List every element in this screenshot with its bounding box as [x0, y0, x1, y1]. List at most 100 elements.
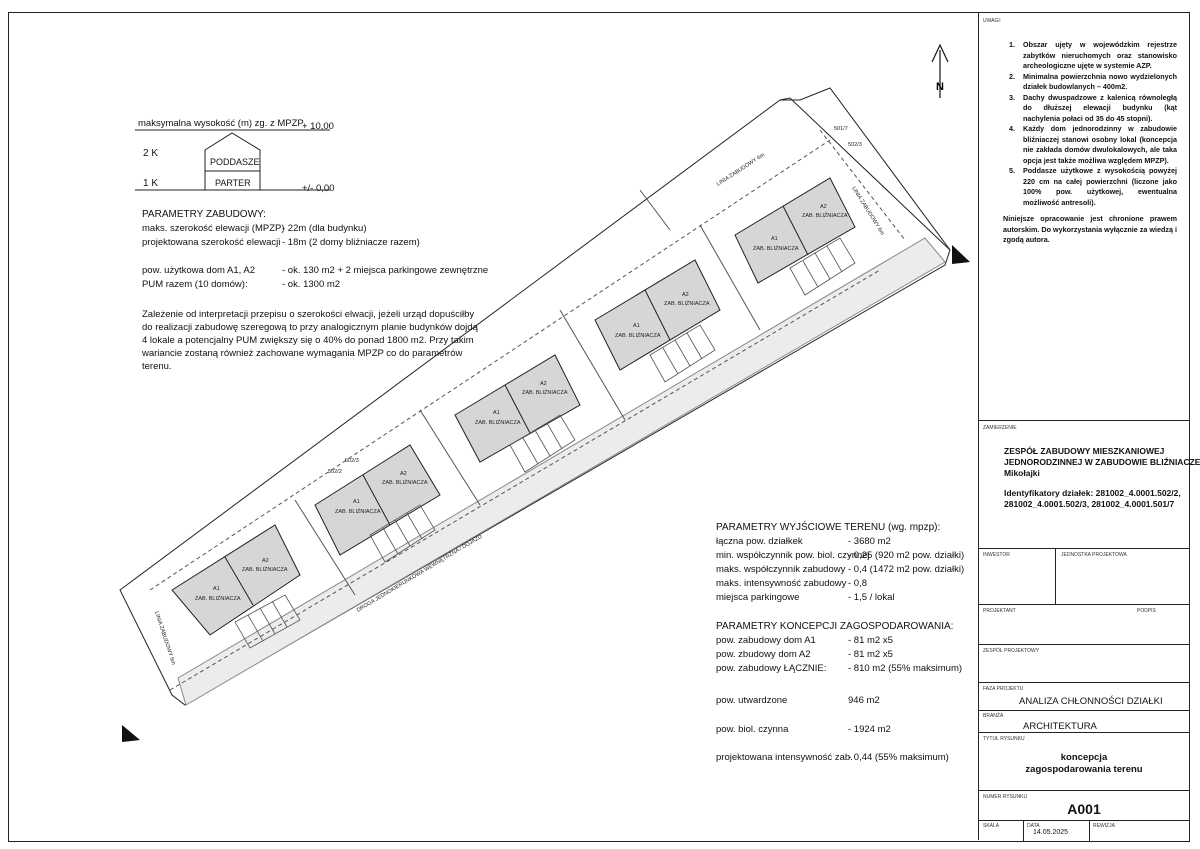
unit-a2-label-1: A2 — [262, 558, 269, 564]
attic-label: PODDASZE — [210, 157, 260, 167]
params-building-heading: PARAMETRY ZABUDOWY: — [142, 209, 266, 220]
param-v: - 81 m2 x5 — [848, 635, 893, 646]
unit-type-label-1b: ZAB. BLIŹNIACZA — [242, 566, 288, 573]
note-item: Minimalna powierzchnia nowo wydzielonych… — [1017, 72, 1177, 93]
road-strip — [177, 237, 946, 706]
unit-type-label-3b: ZAB. BLIŹNIACZA — [522, 389, 568, 396]
params-concept-heading: PARAMETRY KONCEPCJI ZAGOSPODAROWANIA: — [716, 621, 954, 632]
team-label: ZESPÓŁ PROJEKTOWY — [983, 648, 1040, 654]
north-arrow-icon — [931, 43, 949, 98]
entry-arrow-right — [952, 245, 970, 264]
title-block: UWAGI: Obszar ujęty w wojewódzkim rejest… — [978, 12, 1200, 841]
unit-a1-label-1: A1 — [213, 586, 220, 592]
drawing-title-1: koncepcja — [1060, 752, 1108, 763]
drawing-title-label: TYTUŁ RYSUNKU — [983, 736, 1025, 742]
date-value: 14.05.2025 — [1033, 829, 1069, 836]
param-v: - 18m (2 domy bliźniacze razem) — [282, 237, 420, 248]
note-line: do realizacji zabudowę szeregową to przy… — [142, 322, 478, 333]
param-v: - 3680 m2 — [848, 536, 891, 547]
floor-2-label: 2 K — [143, 148, 159, 159]
branch-cell: BRANŻA ARCHITEKTURA — [979, 710, 1189, 733]
height-section — [135, 129, 330, 191]
parking-3 — [509, 414, 576, 473]
branch-value: ARCHITEKTURA — [1023, 721, 1097, 732]
parcel-ids-1: Identyfikatory działek: 281002_4.0001.50… — [1004, 488, 1181, 498]
note-item: Poddasze użytkowe z wysokością powyżej 2… — [1017, 166, 1177, 208]
param-v: - 81 m2 x5 — [848, 649, 893, 660]
phase-label: FAZA PROJEKTU — [983, 686, 1024, 692]
note-item: Obszar ujęty w wojewódzkim rejestrze zab… — [1017, 40, 1177, 72]
unit-a1-label-5: A1 — [771, 236, 778, 242]
unit-type-label-4a: ZAB. BLIŹNIACZA — [615, 332, 661, 339]
param-v: - 1,5 / lokal — [848, 592, 895, 603]
investor-cell: INWESTOR JEDNOSTKA PROJEKTOWA — [979, 548, 1189, 605]
param-k: pow. utwardzone — [716, 695, 788, 706]
unit-type-label-1a: ZAB. BLIŹNIACZA — [195, 595, 241, 602]
ground-label: PARTER — [215, 178, 251, 188]
param-k: projektowana szerokość elewacji — [142, 237, 281, 248]
copyright-note: Niniejsze opracowanie jest chronione pra… — [1003, 214, 1177, 244]
param-v: - ok. 1300 m2 — [282, 279, 341, 290]
drawing-number: A001 — [1067, 801, 1101, 817]
param-v: - 810 m2 (55% maksimum) — [848, 663, 963, 674]
drawing-title-cell: TYTUŁ RYSUNKU koncepcja zagospodarowania… — [979, 732, 1189, 791]
revision-label: REWIZJA — [1093, 823, 1115, 829]
team-cell: ZESPÓŁ PROJEKTOWY — [979, 644, 1189, 683]
parking-5 — [789, 237, 856, 296]
param-k: łączna pow. działkek — [716, 536, 803, 547]
phase-cell: FAZA PROJEKTU ANALIZA CHŁONNOŚCI DZIAŁKI — [979, 682, 1189, 711]
param-k: maks. szerokość elewacji (MPZP) — [142, 223, 285, 234]
note-item: Dachy dwuspadzowe z kalenicą równoległą … — [1017, 93, 1177, 125]
param-v: - 0,8 — [848, 578, 868, 589]
unit-type-label-2b: ZAB. BLIŹNIACZA — [382, 479, 428, 486]
order-cell: ZAMIERZENIE ZESPÓŁ ZABUDOWY MIESZKANIOWE… — [979, 420, 1200, 549]
designer-label: PROJEKTANT — [983, 608, 1016, 614]
unit-a2-label-3: A2 — [540, 381, 547, 387]
unit-type-label-4b: ZAB. BLIŹNIACZA — [664, 300, 710, 307]
note-line: Zależenie od interpretacji przepisu o sz… — [142, 309, 475, 320]
param-v: - 22m (dla budynku) — [282, 223, 367, 234]
param-v: - 0,44 (55% maksimum) — [848, 752, 949, 763]
unit-label: JEDNOSTKA PROJEKTOWA — [1061, 552, 1127, 558]
notes-label: UWAGI: — [983, 18, 1002, 24]
branch-label: BRANŻA — [983, 713, 1004, 719]
param-k: maks. współczynnik zabudowy — [716, 564, 846, 575]
drawing-title-2: zagospodarowania terenu — [1025, 764, 1143, 775]
designer-cell: PROJEKTANT PODPIS — [979, 604, 1189, 645]
date-label: DATA — [1027, 823, 1040, 829]
parking-4 — [649, 324, 716, 383]
phase-value: ANALIZA CHŁONNOŚCI DZIAŁKI — [1019, 696, 1163, 707]
height-caption: maksymalna wysokość (m) zg. z MPZP — [138, 118, 304, 129]
signature-label: PODPIS — [1137, 608, 1156, 614]
param-v: - 0,25 (920 m2 pow. działki) — [848, 550, 965, 561]
top-level: + 10,00 — [302, 121, 334, 132]
order-label: ZAMIERZENIE — [983, 425, 1017, 431]
parcel-ids-2: 281002_4.0001.502/3, 281002_4.0001.501/7 — [1004, 499, 1175, 509]
zero-level: +/- 0,00 — [302, 183, 335, 194]
investor-label: INWESTOR — [983, 552, 1010, 558]
unit-type-label-5a: ZAB. BLIŹNIACZA — [753, 245, 799, 252]
note-item: Każdy dom jednorodzinny w zabudowie bliź… — [1017, 124, 1177, 166]
order-location: Mikołajki — [1004, 468, 1040, 478]
parcel-label-4: 502/3 — [345, 458, 359, 464]
param-k: maks. intensywność zabudowy — [716, 578, 847, 589]
floor-1-label: 1 K — [143, 178, 159, 189]
param-k: pow. biol. czynna — [716, 724, 789, 735]
parcel-label-3: 502/2 — [328, 469, 342, 475]
param-k: min. współczynnik pow. biol. czynnej — [716, 550, 870, 561]
parking-2 — [369, 504, 436, 563]
param-k: miejsca parkingowe — [716, 592, 800, 603]
scale-label: SKALA — [983, 823, 1000, 829]
unit-a1-label-4: A1 — [633, 323, 640, 329]
notes-list: Obszar ujęty w wojewódzkim rejestrze zab… — [989, 40, 1177, 246]
unit-type-label-5b: ZAB. BLIŹNIACZA — [802, 212, 848, 219]
param-k: pow. użytkowa dom A1, A2 — [142, 265, 256, 276]
unit-type-label-3a: ZAB. BLIŹNIACZA — [475, 419, 521, 426]
build-line-label-3: LINIA ZABUDOWY 6m — [153, 611, 176, 666]
param-v: - 0,4 (1472 m2 pow. działki) — [848, 564, 965, 575]
build-line-label-2: LINIA ZABUDOWY 6m — [850, 186, 885, 237]
param-k: pow. zabudowy dom A1 — [716, 635, 816, 646]
param-v: 946 m2 — [848, 695, 880, 706]
param-v: - ok. 130 m2 + 2 miejsca parkingowe zewn… — [282, 265, 489, 276]
